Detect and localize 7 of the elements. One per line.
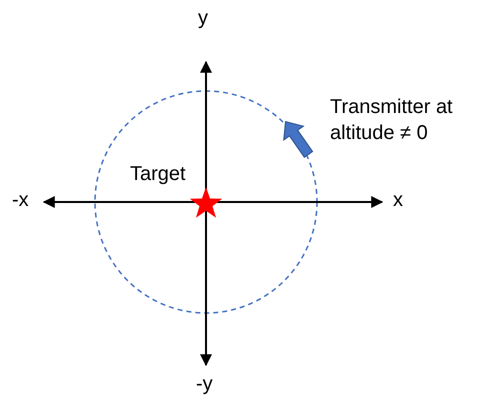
axis-label: x bbox=[393, 188, 403, 212]
axis-label: -y bbox=[196, 372, 213, 396]
star-marker bbox=[189, 186, 223, 220]
transmitter-label: Transmitter at altitude ≠ 0 bbox=[330, 95, 454, 146]
axis-label: y bbox=[198, 6, 208, 30]
target-label: Target bbox=[130, 162, 186, 186]
axis-label: -x bbox=[12, 188, 29, 212]
